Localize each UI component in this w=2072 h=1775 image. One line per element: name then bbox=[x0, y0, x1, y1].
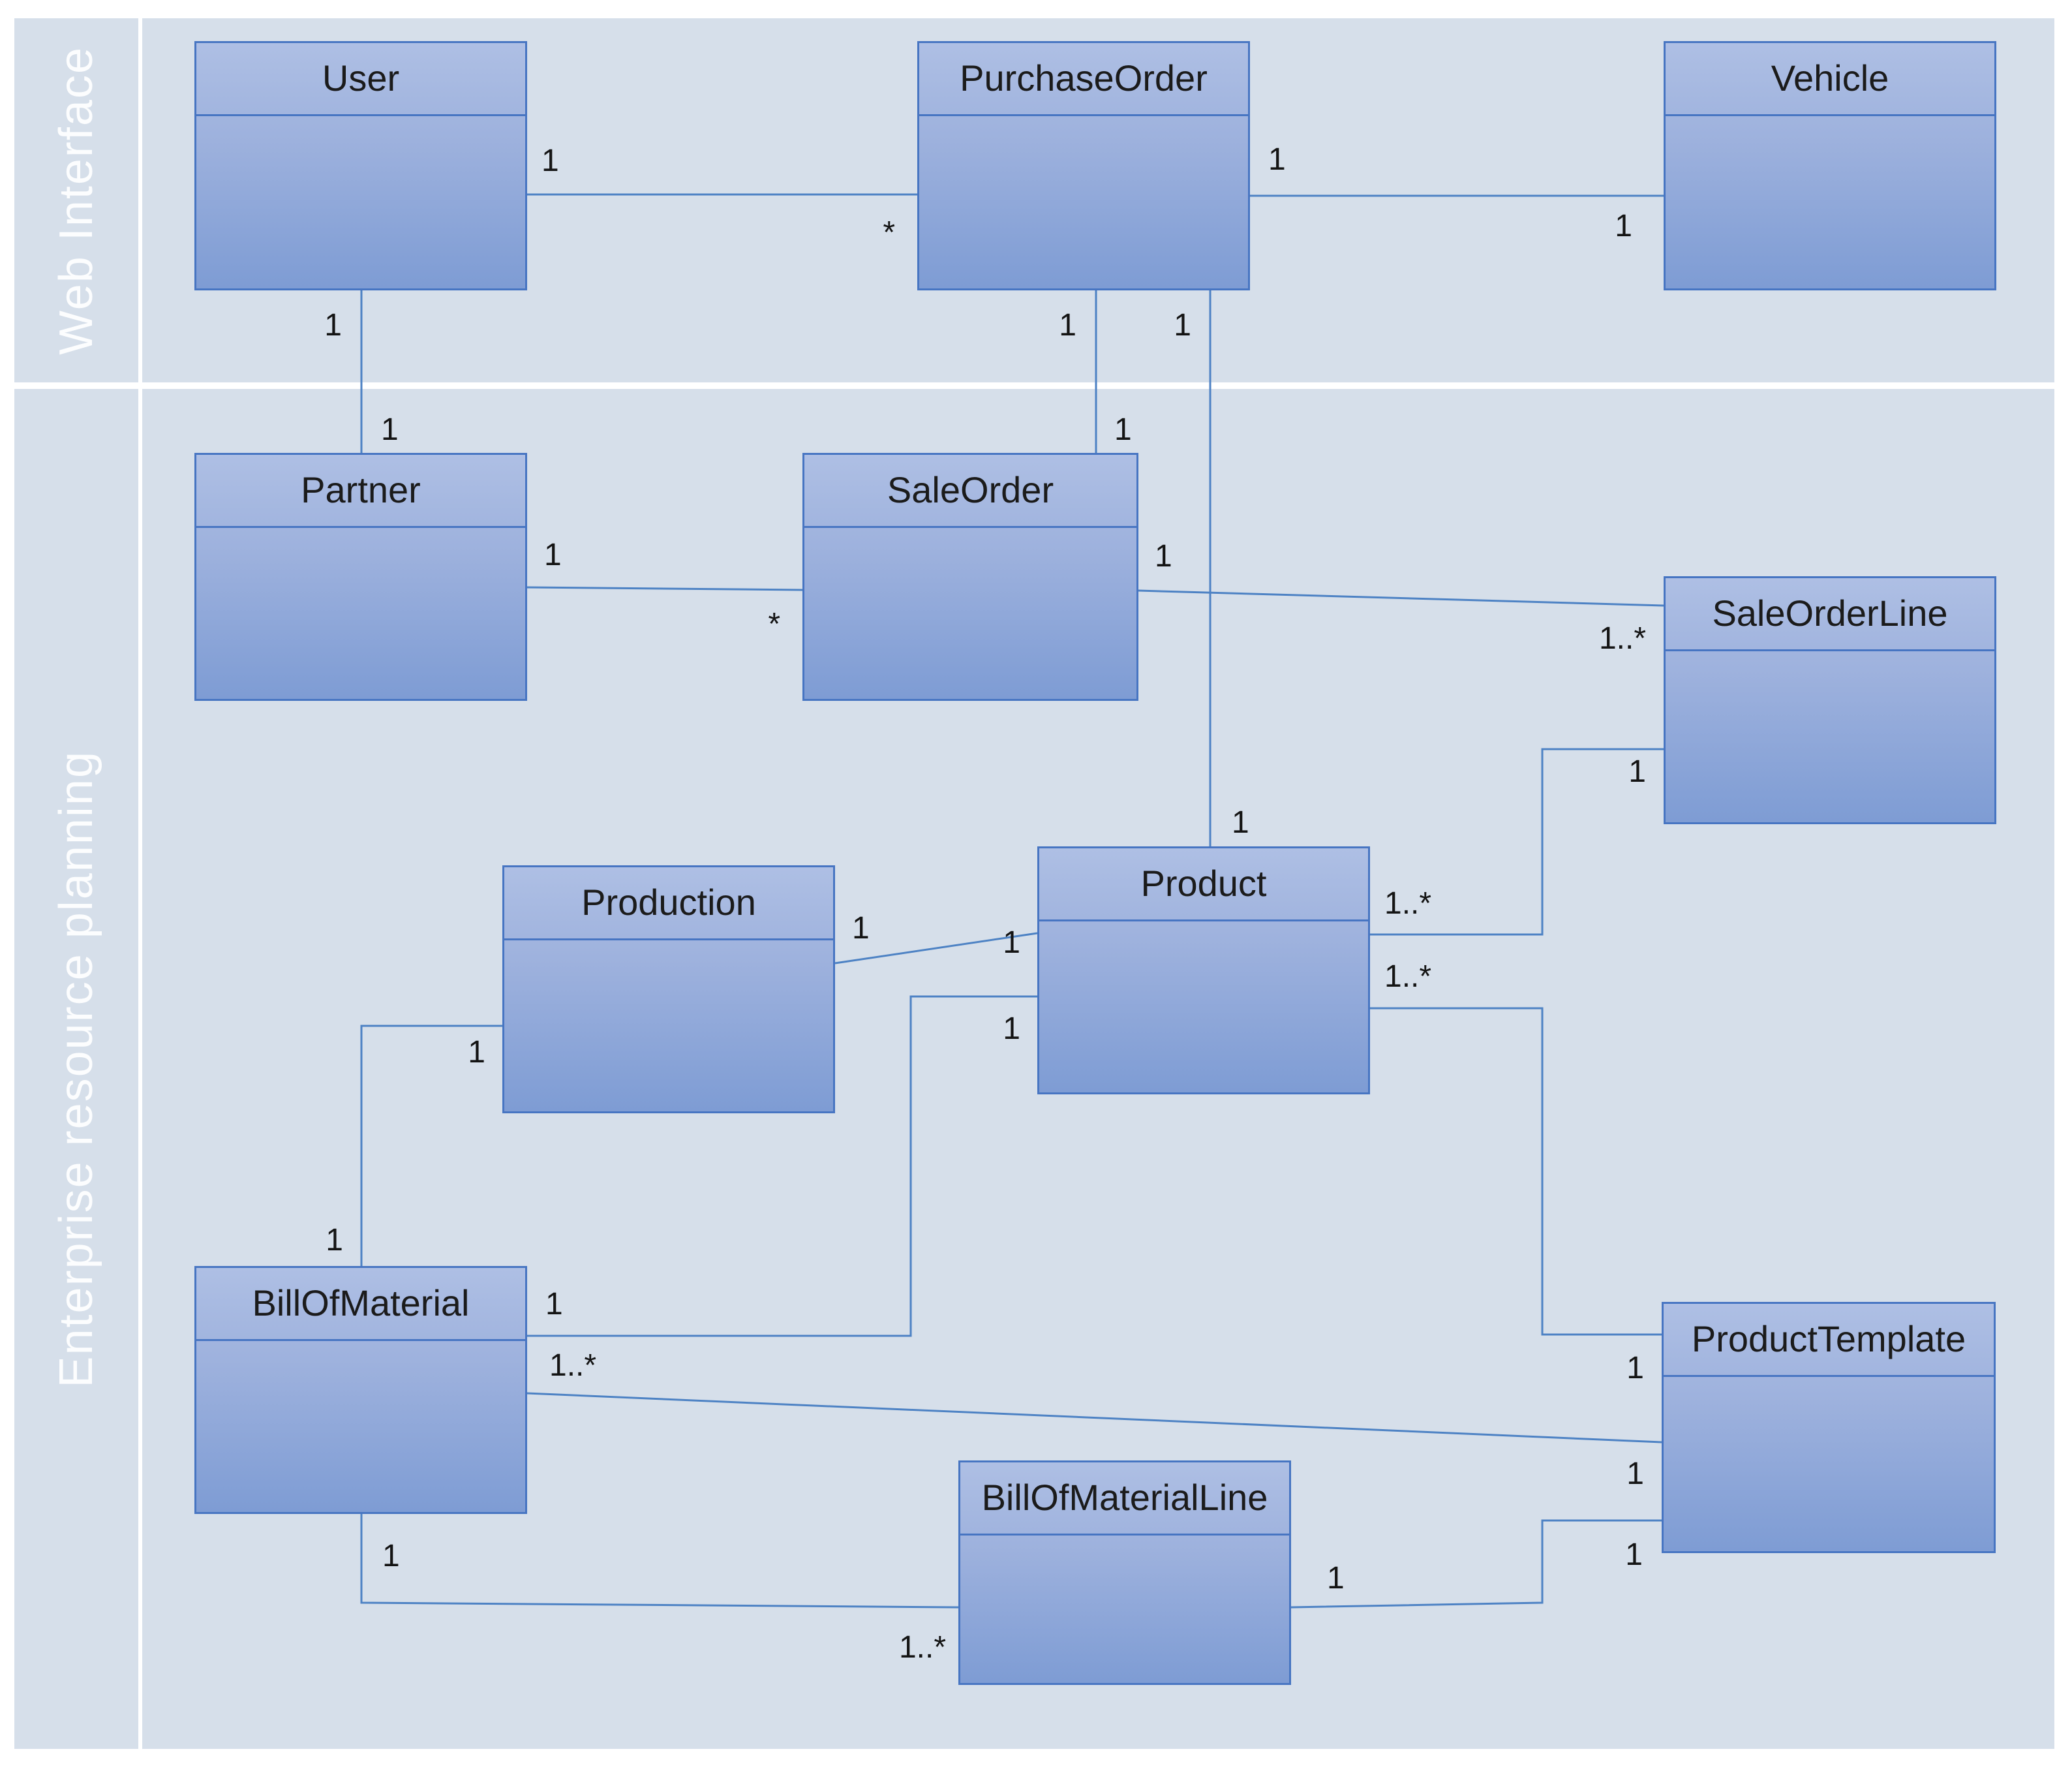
multiplicity-label: 1 bbox=[1114, 412, 1132, 447]
class-title: User bbox=[196, 43, 525, 116]
edge-partner-saleorder bbox=[526, 586, 803, 591]
edge-billofmaterial-product bbox=[527, 995, 1037, 1337]
edge-billofmaterial-billofmaterialline bbox=[360, 1514, 959, 1609]
multiplicity-label: 1 bbox=[1625, 1537, 1643, 1572]
multiplicity-label: 1 bbox=[382, 1539, 400, 1573]
multiplicity-label: 1 bbox=[324, 308, 342, 343]
class-sale-order-line[interactable]: SaleOrderLine bbox=[1664, 576, 1996, 824]
class-title: PurchaseOrder bbox=[919, 43, 1248, 116]
multiplicity-label: 1..* bbox=[899, 1630, 946, 1665]
lane-label-column-erp bbox=[14, 389, 138, 1749]
multiplicity-label: 1 bbox=[1059, 308, 1076, 343]
multiplicity-label: 1 bbox=[1174, 308, 1191, 343]
multiplicity-label: 1..* bbox=[1599, 621, 1646, 656]
class-title: SaleOrder bbox=[804, 455, 1136, 528]
multiplicity-label: 1 bbox=[1626, 1351, 1644, 1385]
class-title: BillOfMaterialLine bbox=[960, 1462, 1289, 1536]
multiplicity-label: 1 bbox=[381, 412, 399, 447]
multiplicity-label: * bbox=[768, 607, 780, 641]
class-title: Partner bbox=[196, 455, 525, 528]
multiplicity-label: 1 bbox=[541, 144, 559, 178]
multiplicity-label: 1 bbox=[1155, 539, 1172, 574]
edge-saleorder-saleorderline bbox=[1138, 589, 1664, 607]
lane-label-column-web-interface bbox=[14, 18, 138, 382]
class-production[interactable]: Production bbox=[502, 865, 835, 1113]
multiplicity-label: 1..* bbox=[1384, 886, 1431, 921]
multiplicity-label: 1 bbox=[1615, 209, 1632, 243]
class-title: Production bbox=[504, 867, 833, 940]
multiplicity-label: 1..* bbox=[1384, 959, 1431, 994]
edge-producttemplate-billofmaterialline bbox=[1290, 1519, 1662, 1609]
edge-product-producttemplate bbox=[1370, 1007, 1662, 1336]
class-title: Vehicle bbox=[1666, 43, 1994, 116]
multiplicity-label: 1 bbox=[1626, 1457, 1644, 1491]
multiplicity-label: 1 bbox=[468, 1035, 485, 1070]
edge-billofmaterial-producttemplate bbox=[526, 1392, 1662, 1443]
multiplicity-label: 1 bbox=[1003, 925, 1020, 960]
class-bill-of-material-line[interactable]: BillOfMaterialLine bbox=[958, 1460, 1291, 1685]
class-title: ProductTemplate bbox=[1664, 1304, 1994, 1377]
class-product-template[interactable]: ProductTemplate bbox=[1662, 1302, 1996, 1553]
class-purchase-order[interactable]: PurchaseOrder bbox=[917, 41, 1250, 290]
edge-saleorderline-product bbox=[1370, 748, 1664, 936]
class-vehicle[interactable]: Vehicle bbox=[1664, 41, 1996, 290]
edge-billofmaterial-production bbox=[360, 1025, 502, 1266]
multiplicity-label: 1 bbox=[1327, 1561, 1345, 1596]
class-user[interactable]: User bbox=[194, 41, 527, 290]
class-title: Product bbox=[1039, 848, 1368, 921]
multiplicity-label: 1 bbox=[1268, 142, 1286, 177]
multiplicity-label: 1 bbox=[544, 538, 562, 572]
multiplicity-label: 1 bbox=[545, 1287, 563, 1321]
class-partner[interactable]: Partner bbox=[194, 453, 527, 701]
class-bill-of-material[interactable]: BillOfMaterial bbox=[194, 1266, 527, 1514]
multiplicity-label: 1 bbox=[1232, 805, 1249, 840]
multiplicity-label: 1 bbox=[1628, 754, 1646, 789]
multiplicity-label: * bbox=[883, 215, 895, 250]
class-title: BillOfMaterial bbox=[196, 1268, 525, 1341]
class-sale-order[interactable]: SaleOrder bbox=[802, 453, 1138, 701]
class-title: SaleOrderLine bbox=[1666, 578, 1994, 651]
class-product[interactable]: Product bbox=[1037, 846, 1370, 1094]
multiplicity-label: 1..* bbox=[549, 1348, 596, 1383]
multiplicity-label: 1 bbox=[1003, 1011, 1020, 1046]
multiplicity-label: 1 bbox=[326, 1223, 343, 1258]
multiplicity-label: 1 bbox=[852, 911, 870, 946]
edge-production-product bbox=[834, 932, 1038, 965]
